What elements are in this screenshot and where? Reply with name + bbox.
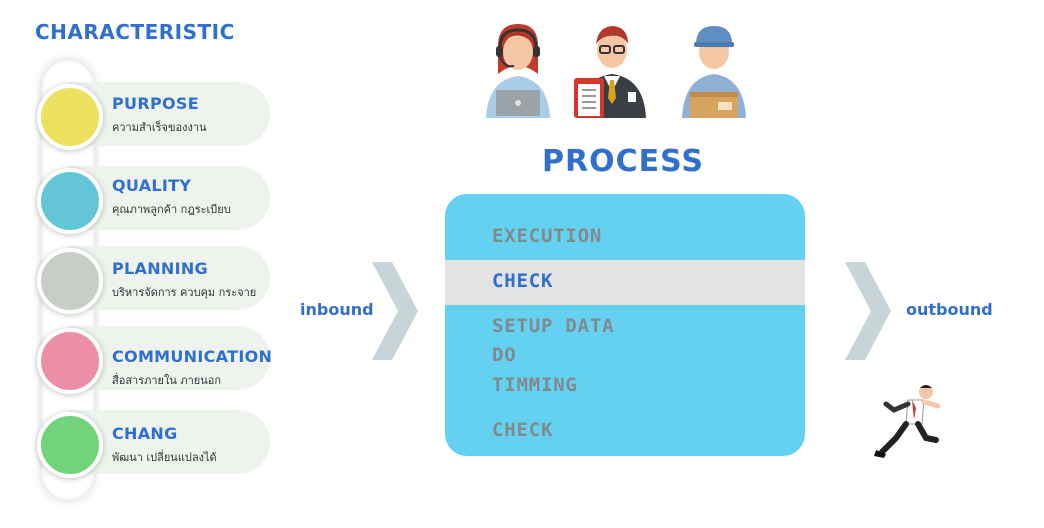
- outbound-label: outbound: [906, 300, 993, 319]
- purpose-title: PURPOSE: [112, 94, 199, 113]
- process-step-do: DO: [492, 344, 517, 366]
- quality-dot: [37, 168, 103, 234]
- purpose-dot: [37, 84, 103, 150]
- process-step-setup-data: SETUP DATA: [492, 315, 615, 337]
- characteristic-card-communication: [70, 326, 270, 390]
- chang-subtitle: พัฒนา เปลี่ยนแปลงได้: [112, 451, 217, 464]
- process-title: PROCESS: [542, 144, 704, 179]
- quality-title: QUALITY: [112, 176, 192, 195]
- chang-dot: [37, 412, 103, 478]
- process-step-timming: TIMMING: [492, 374, 578, 396]
- inbound-chevron-icon: [372, 262, 418, 360]
- delivery-man-icon: [682, 26, 746, 118]
- characteristic-card-quality: [70, 166, 270, 230]
- outbound-chevron-icon: [845, 262, 891, 360]
- running-man-icon: [874, 385, 941, 458]
- inbound-label: inbound: [300, 300, 374, 319]
- communication-title: COMMUNICATION: [112, 347, 273, 366]
- process-step-execution: EXECUTION: [492, 225, 603, 247]
- purpose-subtitle: ความสำเร็จของงาน: [112, 121, 207, 134]
- characteristic-card-chang: [70, 410, 270, 474]
- planning-title: PLANNING: [112, 259, 208, 278]
- communication-dot: [37, 328, 103, 394]
- process-highlight-band: [445, 260, 805, 305]
- quality-subtitle: คุณภาพลูกค้า กฎระเบียบ: [112, 203, 231, 216]
- characteristic-card-planning: [70, 246, 270, 310]
- characteristic-card-purpose: [70, 82, 270, 146]
- communication-subtitle: สื่อสารภายใน ภายนอก: [112, 374, 222, 387]
- process-box: EXECUTION CHECK SETUP DATA DO TIMMING CH…: [445, 194, 805, 456]
- characteristic-title: CHARACTERISTIC: [35, 20, 235, 44]
- planning-dot: [37, 248, 103, 314]
- businessman-clipboard-icon: [574, 26, 646, 118]
- process-step-check: CHECK: [492, 419, 554, 441]
- process-step-check-active: CHECK: [492, 270, 554, 292]
- call-center-agent-icon: [486, 24, 550, 118]
- chang-title: CHANG: [112, 424, 178, 443]
- planning-subtitle: บริหารจัดการ ควบคุม กระจาย: [112, 286, 257, 299]
